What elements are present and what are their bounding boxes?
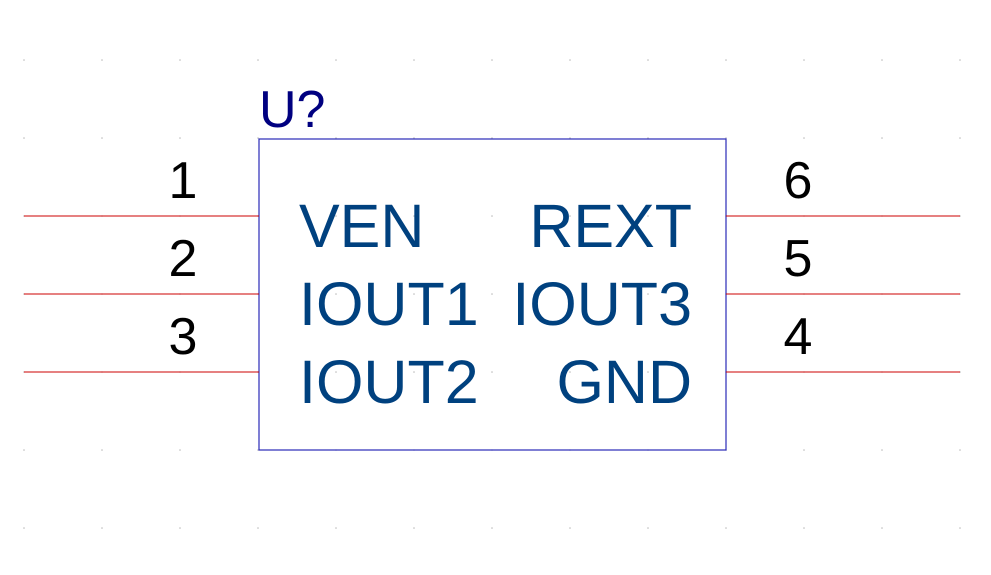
grid-dot <box>569 59 571 61</box>
grid-dot <box>335 59 337 61</box>
grid-dot <box>101 137 103 139</box>
pin-6-number: 6 <box>784 152 813 210</box>
grid-dot <box>413 293 415 295</box>
grid-dot <box>179 449 181 451</box>
grid-dot <box>335 527 337 529</box>
grid-dot <box>491 59 493 61</box>
grid-dot <box>569 371 571 373</box>
grid-dot <box>647 371 649 373</box>
grid-dot <box>335 215 337 217</box>
grid-dot <box>413 527 415 529</box>
pin-5-name: IOUT3 <box>512 270 692 338</box>
grid-dot <box>23 59 25 61</box>
pin-3-name: IOUT2 <box>299 348 479 416</box>
grid-dot <box>569 215 571 217</box>
grid-dot <box>257 527 259 529</box>
grid-dot <box>335 371 337 373</box>
grid-dot <box>959 527 961 529</box>
grid-dot <box>257 59 259 61</box>
grid-dot <box>491 371 493 373</box>
pin-4-number: 4 <box>784 308 813 366</box>
grid-dot <box>101 449 103 451</box>
grid-dot <box>959 59 961 61</box>
grid-dot <box>647 215 649 217</box>
grid-dot <box>101 59 103 61</box>
pin-2-number: 2 <box>169 230 198 288</box>
pin-5-number: 5 <box>784 230 813 288</box>
grid-dot <box>803 137 805 139</box>
grid-dot <box>101 527 103 529</box>
grid-dot <box>23 527 25 529</box>
grid-dot <box>959 137 961 139</box>
grid-dot <box>569 527 571 529</box>
grid-dot <box>881 59 883 61</box>
grid-dot <box>491 293 493 295</box>
grid-dot <box>959 449 961 451</box>
grid-dot <box>179 137 181 139</box>
pin-1-name: VEN <box>299 192 424 260</box>
grid-dot <box>803 527 805 529</box>
grid-dot <box>23 449 25 451</box>
grid-dot <box>647 293 649 295</box>
grid-dot <box>881 449 883 451</box>
grid-dot <box>179 527 181 529</box>
pin-2-name: IOUT1 <box>299 270 479 338</box>
pin-1-number: 1 <box>169 152 198 210</box>
grid-dot <box>179 59 181 61</box>
grid-dot <box>647 59 649 61</box>
grid-dot <box>881 527 883 529</box>
grid-dot <box>881 137 883 139</box>
grid-dot <box>803 449 805 451</box>
grid-dot <box>725 527 727 529</box>
pin-3-number: 3 <box>169 308 198 366</box>
grid-dot <box>335 293 337 295</box>
grid-dot <box>569 293 571 295</box>
grid-dot <box>803 59 805 61</box>
pin-6-name: REXT <box>529 192 692 260</box>
grid-dot <box>413 371 415 373</box>
grid-dot <box>491 527 493 529</box>
grid-dot <box>647 527 649 529</box>
grid-dot <box>491 215 493 217</box>
reference-designator[interactable]: U? <box>259 81 325 139</box>
grid-dot <box>23 137 25 139</box>
grid-dot <box>413 215 415 217</box>
grid-dot <box>413 59 415 61</box>
grid-dot <box>725 59 727 61</box>
pin-4-name: GND <box>556 348 692 416</box>
